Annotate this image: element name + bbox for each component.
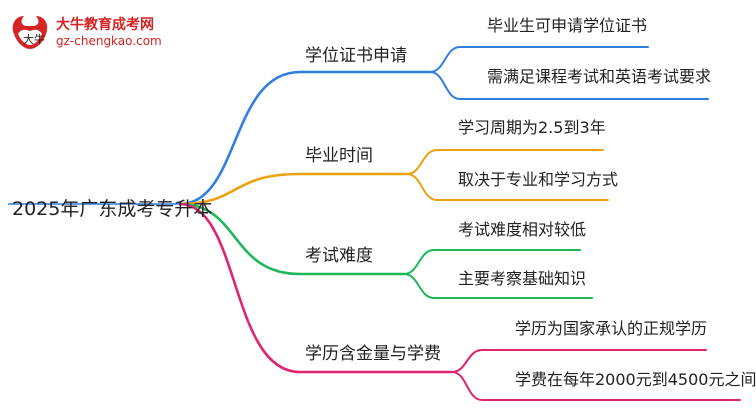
- leaf-basic-knowledge: 主要考察基础知识: [458, 269, 587, 288]
- site-logo: 大牛 大牛教育成考网 gz-chengkao.com: [8, 12, 183, 54]
- root-node: 2025年广东成考专升本: [12, 198, 213, 220]
- leaf-connector-0-1: [429, 71, 709, 100]
- svg-text:大牛: 大牛: [23, 32, 45, 46]
- leaf-connector-2-1: [403, 273, 593, 299]
- leaf-study-period: 学习周期为2.5到3年: [458, 118, 606, 137]
- leaf-connector-2-0: [403, 249, 581, 275]
- leaf-connector-3-0: [451, 349, 707, 373]
- branch-connector-2: [178, 202, 406, 276]
- bull-logo-icon: 大牛: [12, 16, 48, 49]
- leaf-recognized-diploma: 学历为国家承认的正规学历: [515, 319, 708, 338]
- leaf-connector-1-0: [406, 149, 604, 175]
- branch-graduation-time: 毕业时间: [305, 146, 373, 166]
- branch-diploma-value-tuition: 学历含金量与学费: [305, 344, 441, 364]
- logo-title: 大牛教育成考网: [56, 17, 154, 33]
- leaf-connector-3-1: [451, 371, 741, 401]
- branch-connector-1: [178, 172, 409, 206]
- branch-exam-difficulty: 考试难度: [305, 246, 373, 266]
- leaf-degree-eligible: 毕业生可申请学位证书: [487, 16, 648, 35]
- leaf-depends-on-major: 取决于专业和学习方式: [458, 170, 619, 189]
- logo-url: gz-chengkao.com: [56, 34, 162, 48]
- branch-connector-0: [178, 70, 432, 206]
- branch-connector-3: [178, 202, 454, 374]
- leaf-connector-1-1: [406, 173, 609, 201]
- leaf-tuition-range: 学费在每年2000元到4500元之间: [515, 370, 756, 389]
- leaf-difficulty-low: 考试难度相对较低: [458, 220, 587, 239]
- branch-degree-certificate: 学位证书申请: [305, 46, 407, 66]
- leaf-degree-requirements: 需满足课程考试和英语考试要求: [487, 67, 712, 86]
- leaf-connector-0-0: [429, 46, 649, 73]
